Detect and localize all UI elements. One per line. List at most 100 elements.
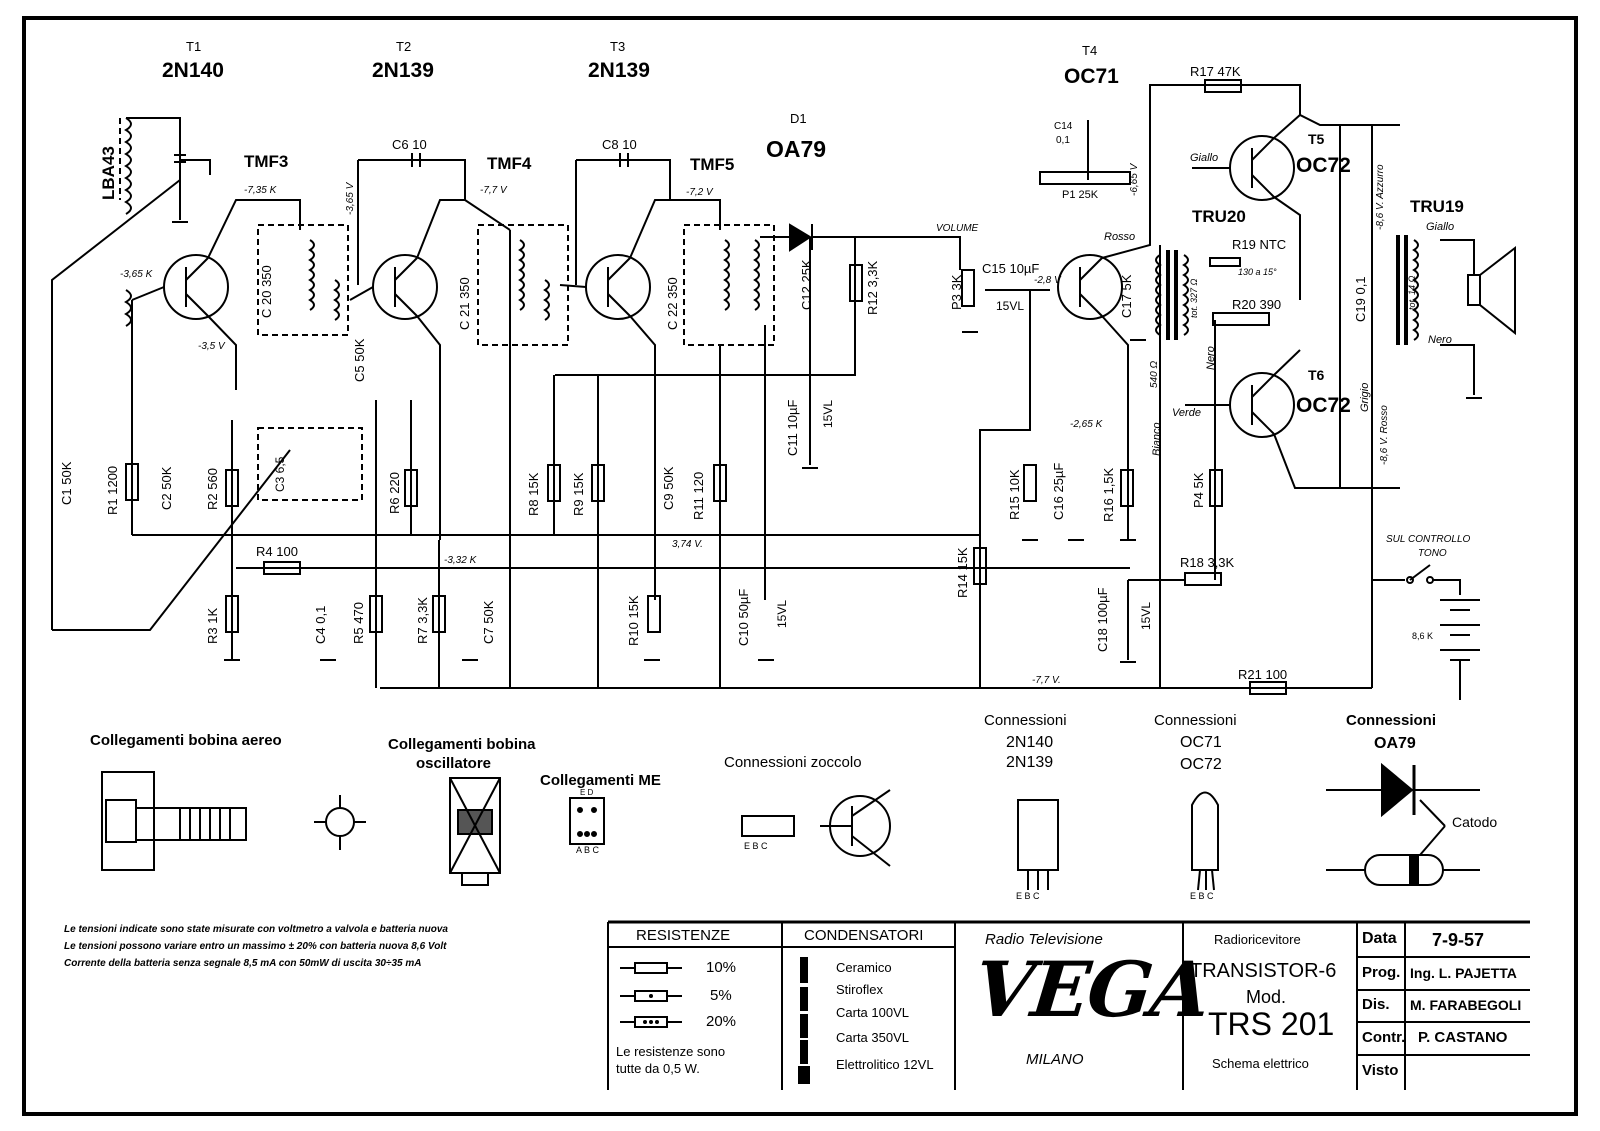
row-data-label: Data xyxy=(1362,930,1397,947)
t5-label: T5 xyxy=(1308,131,1325,147)
r18-label: R18 3,3K xyxy=(1180,555,1235,570)
c15-volt: 15VL xyxy=(996,299,1025,313)
pkg-2n140-pins: E B C xyxy=(1016,891,1040,901)
c16-label: C16 25µF xyxy=(1051,462,1066,520)
c10-volt: 15VL xyxy=(775,599,789,628)
t4-label: T4 xyxy=(1082,43,1098,58)
t2-symbol xyxy=(372,254,438,320)
t4-type: OC71 xyxy=(1064,65,1119,88)
voltage-v5: -7,7 V xyxy=(480,185,507,196)
r6-label: R6 220 xyxy=(387,472,402,514)
t3-symbol xyxy=(585,254,651,320)
pkg-oc71-pins: E B C xyxy=(1190,891,1214,901)
c20-label: C 20 350 xyxy=(259,265,274,318)
c8-label: C8 10 xyxy=(602,137,637,152)
socket-title: Connessioni zoccolo xyxy=(724,754,862,771)
tone-control-label: SUL CONTROLLO xyxy=(1386,534,1471,545)
wire-giallo-1: Giallo xyxy=(1190,152,1219,164)
r5-label: R5 470 xyxy=(351,602,366,644)
cathode-label: Catodo xyxy=(1452,814,1498,830)
cap-elettrolitico: Elettrolitico 12VL xyxy=(836,1057,934,1072)
p4-label: P4 5K xyxy=(1191,472,1206,508)
c17-label: C17 5K xyxy=(1119,274,1134,318)
tmf4-label: TMF4 xyxy=(487,154,532,173)
r19-label: R19 NTC xyxy=(1232,237,1287,252)
wire-rosso: Rosso xyxy=(1104,231,1136,243)
value-tot327: tot. 327 Ω xyxy=(1189,278,1199,318)
mod-label: Mod. xyxy=(1246,987,1287,1007)
r15-label: R15 10K xyxy=(1007,469,1022,520)
t4-symbol xyxy=(1057,254,1123,320)
tmf5-label: TMF5 xyxy=(690,155,735,174)
c19-label: C19 0,1 xyxy=(1353,276,1368,322)
wire-grigio: Grigio xyxy=(1359,382,1371,412)
c14-label: C14 xyxy=(1054,121,1073,132)
t5-symbol xyxy=(1229,135,1295,201)
row-dis-value: M. FARABEGOLI xyxy=(1410,997,1522,1013)
c9-label: C9 50K xyxy=(661,466,676,510)
wire-bianco: Bianco xyxy=(1151,422,1163,456)
t1-symbol xyxy=(163,254,229,320)
r16-label: R16 1,5K xyxy=(1101,467,1116,522)
t1-type: 2N140 xyxy=(162,59,224,82)
c22-label: C 22 350 xyxy=(665,277,680,330)
c4-label: C4 0,1 xyxy=(313,605,328,644)
d1-label: D1 xyxy=(790,111,807,126)
tru20-label: TRU20 xyxy=(1192,207,1246,226)
r2-label: R2 560 xyxy=(205,468,220,510)
conn-2n140-title: Connessioni xyxy=(984,712,1067,729)
t3-type: 2N139 xyxy=(588,59,650,82)
capacitors-title: CONDENSATORI xyxy=(804,927,924,944)
osc-coil-title-1: Collegamenti bobina xyxy=(388,736,536,753)
conn-oa79-title: Connessioni xyxy=(1346,712,1437,729)
tmf3-label: TMF3 xyxy=(244,152,289,171)
lba43-label: LBA43 xyxy=(99,146,118,200)
c6-label: C6 10 xyxy=(392,137,427,152)
row-visto-label: Visto xyxy=(1362,1062,1399,1079)
c21-label: C 21 350 xyxy=(457,277,472,330)
note-line-1: Le tensioni indicate sono state misurate… xyxy=(64,924,448,935)
p3-label: P3 3K xyxy=(949,274,964,310)
r17-label: R17 47K xyxy=(1190,64,1241,79)
product-type: Radioricevitore xyxy=(1214,932,1301,947)
voltage-v8: 3,74 V. xyxy=(672,539,703,550)
t6-type: OC72 xyxy=(1296,394,1351,417)
tone-label: TONO xyxy=(1418,548,1447,559)
c14-value: 0,1 xyxy=(1056,135,1070,146)
me-pins-ed: E D xyxy=(580,788,594,797)
r11-label: R11 120 xyxy=(691,471,706,520)
volume-label: VOLUME xyxy=(936,223,979,234)
t2-label: T2 xyxy=(396,39,412,54)
t6-symbol xyxy=(1229,372,1295,438)
battery-voltage: 8,6 K xyxy=(1412,631,1434,641)
r1-label: R1 1200 xyxy=(105,465,120,515)
resistors-note-1: Le resistenze sono xyxy=(616,1044,726,1059)
conn-oa79-a: OA79 xyxy=(1374,735,1416,752)
voltage-v12: -2,65 K xyxy=(1070,419,1103,430)
row-prog-value: Ing. L. PAJETTA xyxy=(1410,965,1517,981)
t3-label: T3 xyxy=(610,39,626,54)
me-title: Collegamenti ME xyxy=(540,772,661,789)
voltage-v3: -3,5 V xyxy=(198,341,225,352)
note-line-2: Le tensioni possono variare entro un mas… xyxy=(64,941,447,952)
c18-label: C18 100µF xyxy=(1095,587,1110,652)
t6-label: T6 xyxy=(1308,367,1325,383)
t1-label: T1 xyxy=(186,39,202,54)
voltage-v7: -3,32 K xyxy=(444,555,477,566)
wire-verde: Verde xyxy=(1172,407,1201,419)
r4-label: R4 100 xyxy=(256,544,298,559)
voltage-v2: -3,65 K xyxy=(120,269,153,280)
p1-label: P1 25K xyxy=(1062,189,1099,201)
voltage-v10: -6,65 V xyxy=(1129,163,1140,196)
conn-oc71-b: OC72 xyxy=(1180,756,1222,773)
c5-label: C5 50K xyxy=(352,338,367,382)
cap-carta-350: Carta 350VL xyxy=(836,1030,909,1045)
c18-volt: 15VL xyxy=(1139,601,1153,630)
osc-coil-title-2: oscillatore xyxy=(416,755,492,772)
voltage-v1: -7,35 K xyxy=(244,185,277,196)
r9-label: R9 15K xyxy=(571,472,586,516)
c1-label: C1 50K xyxy=(59,461,74,505)
c15-label: C15 10µF xyxy=(982,261,1040,276)
c11-label: C11 10µF xyxy=(785,399,800,456)
